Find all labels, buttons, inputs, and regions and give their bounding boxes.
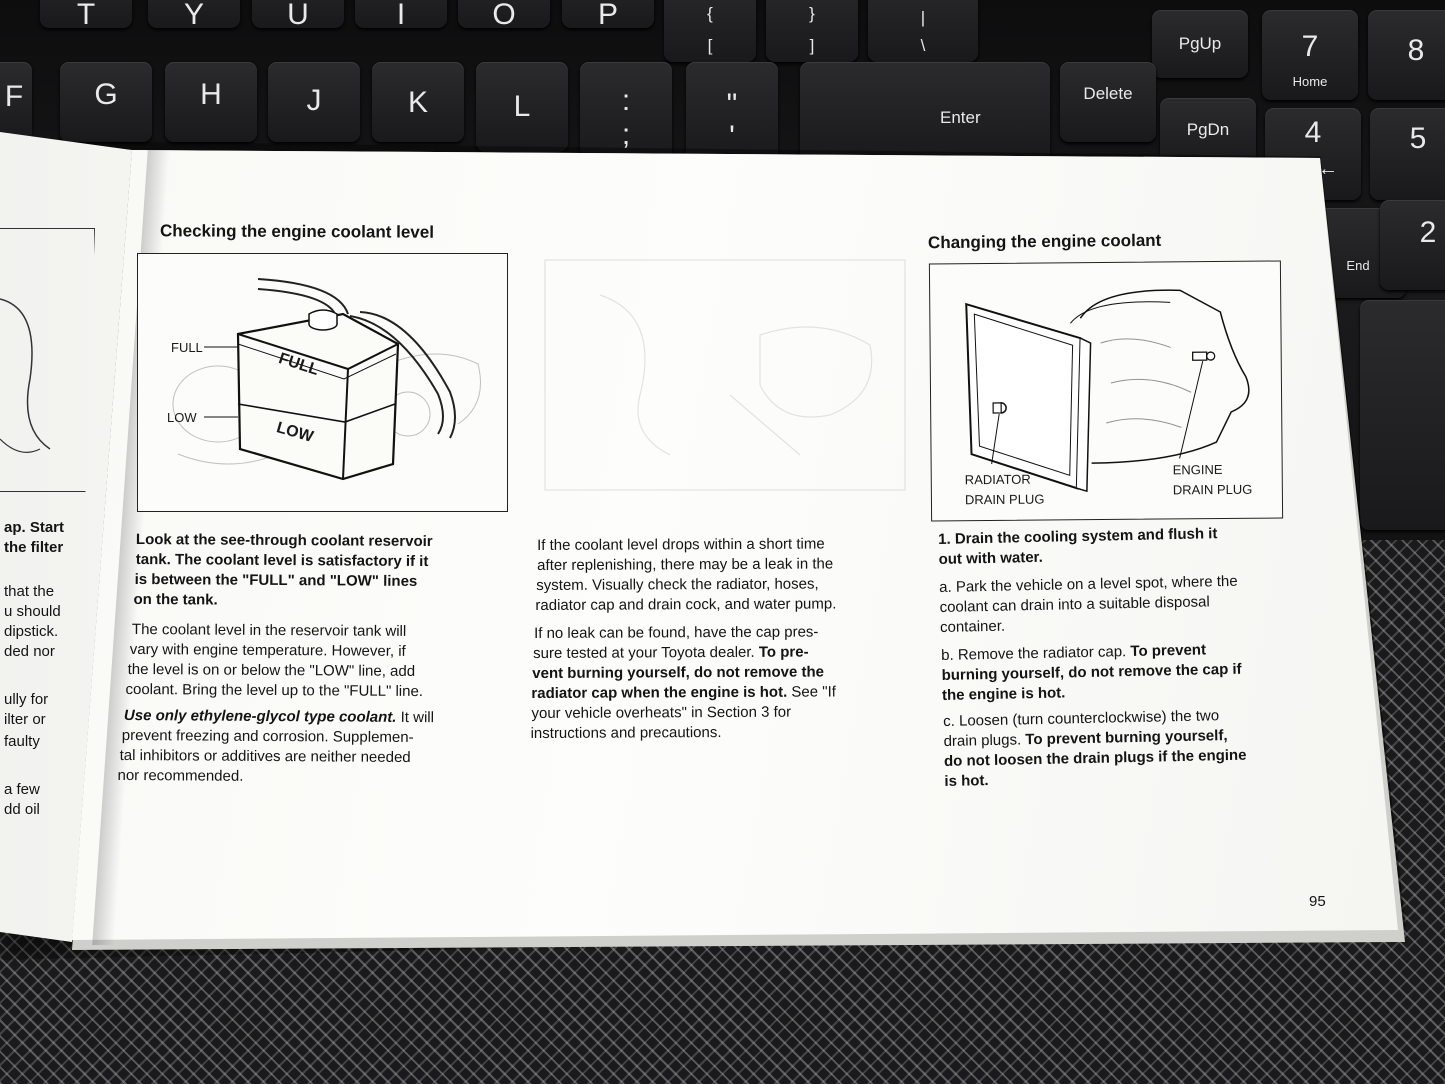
warning-text: is hot. bbox=[944, 772, 989, 790]
warning-text: To pre- bbox=[758, 643, 809, 661]
left-text-line: a few bbox=[4, 781, 40, 798]
text-line: tal inhibitors or additives are neither … bbox=[119, 746, 411, 767]
text-line: Look at the see-through coolant reservoi… bbox=[135, 531, 433, 551]
left-text-line: ded nor bbox=[4, 643, 55, 660]
italic-coolant-warning: Use only ethylene-glycol type coolant. bbox=[123, 707, 397, 726]
key-num2: 2 bbox=[1380, 200, 1445, 290]
left-page-figure-fragment bbox=[0, 228, 95, 492]
drain-plug-figure: RADIATOR DRAIN PLUG ENGINE DRAIN PLUG bbox=[928, 260, 1284, 522]
warning-text: To prevent bbox=[1130, 641, 1207, 661]
text-line: container. bbox=[939, 617, 1006, 636]
text-fragment: See "If bbox=[787, 683, 836, 701]
key-delete: Delete bbox=[1060, 62, 1156, 142]
text-line: prevent freezing and corrosion. Suppleme… bbox=[121, 726, 414, 747]
coolant-tank-drawing bbox=[172, 278, 481, 481]
text-line: If the coolant level drops within a shor… bbox=[537, 535, 825, 554]
text-line: the level is on or below the "LOW" line,… bbox=[127, 660, 416, 680]
key-l: L bbox=[476, 62, 568, 152]
text-line: If no leak can be found, have the cap pr… bbox=[534, 623, 819, 642]
show-through-artwork bbox=[544, 259, 906, 491]
section-title-coolant-level: Checking the engine coolant level bbox=[159, 221, 435, 242]
key-i: I bbox=[355, 0, 447, 31]
key-quote: " ' bbox=[686, 62, 778, 162]
left-text-line: ap. Start bbox=[4, 519, 65, 536]
key-g: G bbox=[60, 62, 152, 142]
key-h: H bbox=[165, 62, 257, 142]
text-line: instructions and precautions. bbox=[530, 724, 722, 743]
left-figure-drawing bbox=[0, 298, 51, 453]
text-line: Use only ethylene-glycol type coolant. I… bbox=[124, 706, 434, 728]
text-line: The coolant level in the reservoir tank … bbox=[131, 621, 407, 640]
warning-text: vent burning yourself, do not remove the bbox=[532, 663, 825, 683]
text-line: radiator cap and drain cock, and water p… bbox=[535, 595, 837, 615]
key-y: Y bbox=[148, 0, 240, 31]
key-num5: 5 bbox=[1370, 108, 1445, 200]
warning-text: radiator cap when the engine is hot. bbox=[531, 683, 788, 703]
text-line: sure tested at your Toyota dealer. To pr… bbox=[533, 643, 809, 664]
key-bracket-right: } ] bbox=[766, 0, 858, 62]
left-text-line: ully for bbox=[4, 691, 49, 708]
key-backslash: | \ bbox=[868, 0, 978, 62]
key-f: F bbox=[0, 62, 32, 142]
engine-drain-label: ENGINE bbox=[1172, 461, 1223, 478]
engine-drain-label: DRAIN PLUG bbox=[1172, 481, 1253, 498]
page-number: 95 bbox=[1309, 893, 1326, 910]
text-line: tank. The coolant level is satisfactory … bbox=[135, 550, 429, 571]
text-line: your vehicle overheats" in Section 3 for bbox=[531, 703, 792, 723]
left-text-line: that the bbox=[4, 583, 55, 600]
text-fragment: drain plugs. bbox=[943, 731, 1026, 750]
left-text-line: ilter or bbox=[4, 711, 46, 728]
text-line: radiator cap when the engine is hot. See… bbox=[531, 682, 836, 704]
key-t: T bbox=[40, 0, 132, 31]
key-pgup: PgUp bbox=[1152, 10, 1248, 78]
key-enter: Enter bbox=[800, 62, 1050, 162]
text-line: on the tank. bbox=[133, 590, 218, 609]
left-text-line: u should bbox=[4, 603, 61, 620]
text-line: coolant. Bring the level up to the "FULL… bbox=[125, 680, 424, 701]
text-fragment: It will bbox=[396, 708, 435, 727]
text-fragment: sure tested at your Toyota dealer. bbox=[533, 643, 759, 663]
key-k: K bbox=[372, 62, 464, 142]
key-o: O bbox=[458, 0, 550, 31]
text-line: vary with engine temperature. However, i… bbox=[129, 640, 406, 660]
left-text-line: dd oil bbox=[4, 801, 40, 818]
step-heading: out with water. bbox=[938, 548, 1043, 568]
key-lower-right bbox=[1360, 300, 1445, 530]
warning-text: To prevent burning yourself, bbox=[1025, 727, 1228, 749]
coolant-tank-figure: FULL LOW FULL LOW bbox=[137, 253, 508, 512]
key-p: P bbox=[562, 0, 654, 31]
low-leader-label: LOW bbox=[167, 410, 197, 425]
text-fragment: b. Remove the radiator cap. bbox=[941, 643, 1131, 664]
left-text-line: dipstick. bbox=[4, 623, 59, 640]
text-line: after replenishing, there may be a leak … bbox=[537, 555, 834, 574]
radiator-drain-label: DRAIN PLUG bbox=[964, 491, 1045, 508]
key-semicolon: : ; bbox=[580, 62, 672, 162]
key-num8: 8 bbox=[1368, 10, 1445, 100]
radiator-drain-label: RADIATOR bbox=[964, 471, 1031, 488]
key-u: U bbox=[252, 0, 344, 31]
warning-text: the engine is hot. bbox=[941, 684, 1066, 704]
radiator-engine-drawing bbox=[965, 289, 1250, 493]
text-line: system. Visually check the radiator, hos… bbox=[536, 575, 819, 595]
section-title-changing-coolant: Changing the engine coolant bbox=[927, 230, 1162, 253]
text-line: nor recommended. bbox=[117, 766, 244, 785]
left-text-line: faulty bbox=[4, 733, 40, 750]
key-bracket-left: { [ bbox=[664, 0, 756, 62]
full-leader-label: FULL bbox=[171, 340, 203, 355]
key-j: J bbox=[268, 62, 360, 142]
text-line: is between the "FULL" and "LOW" lines bbox=[134, 570, 418, 590]
left-text-line: the filter bbox=[4, 539, 64, 556]
